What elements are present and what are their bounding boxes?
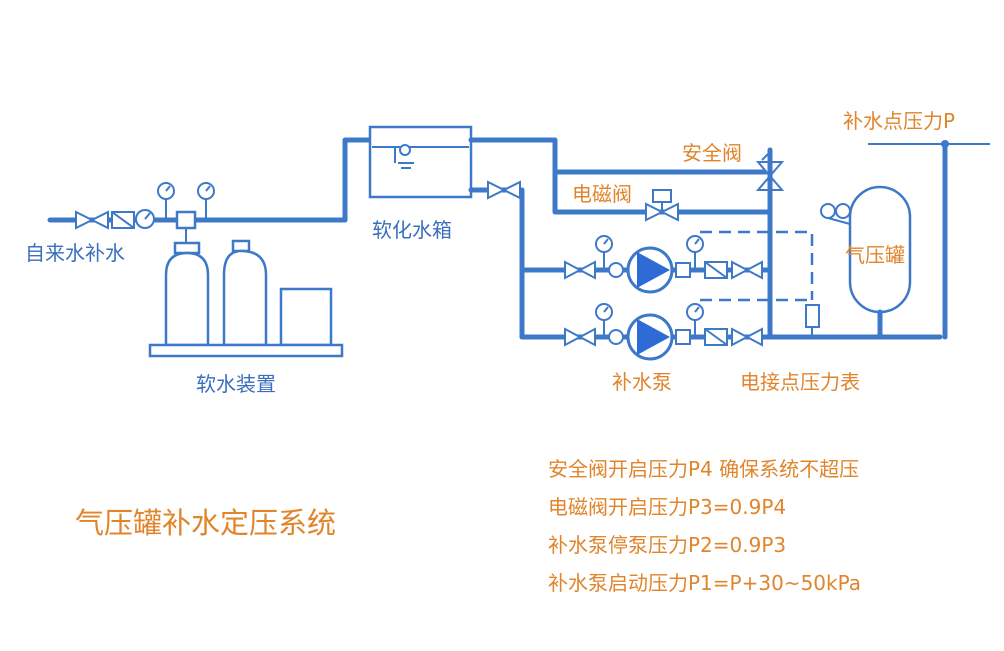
soft-water-tank xyxy=(368,125,473,199)
lower-pump-gauges xyxy=(595,303,704,337)
softener-unit xyxy=(148,239,344,358)
inlet-gauge-icon xyxy=(135,209,155,229)
upper-pump-icon xyxy=(626,246,674,294)
inlet-check-valve xyxy=(111,211,135,229)
contact-gauge-label: 电接点压力表 xyxy=(740,370,860,394)
note-line: 电磁阀开启压力P3=0.9P4 xyxy=(548,495,787,519)
control-signal-lines xyxy=(700,230,814,302)
tap-water-label: 自来水补水 xyxy=(25,241,125,265)
makeup-point-pipe xyxy=(868,140,990,340)
lower-pump-valves xyxy=(564,327,763,347)
tank-outlet-valve xyxy=(487,180,521,200)
contact-gauge-icon xyxy=(805,304,820,337)
tank-return-pipe xyxy=(468,137,773,175)
softener-label: 软水装置 xyxy=(196,372,276,396)
air-tank-label: 气压罐 xyxy=(845,243,905,267)
soft-tank-label: 软化水箱 xyxy=(372,218,452,242)
solenoid-line xyxy=(552,169,773,215)
note-line: 补水泵启动压力P1=P+30~50kPa xyxy=(548,571,862,595)
solenoid-valve-icon xyxy=(645,189,679,222)
note-line: 安全阀开启压力P4 确保系统不超压 xyxy=(548,457,860,481)
makeup-pump-label: 补水泵 xyxy=(612,370,672,394)
inlet-pipe xyxy=(47,137,373,223)
upper-pump-gauges xyxy=(595,235,704,270)
softener-gauge-icon xyxy=(157,182,215,220)
air-tank-gauges xyxy=(820,203,851,225)
note-line: 补水泵停泵压力P2=0.9P3 xyxy=(548,533,787,557)
diagram-title: 气压罐补水定压系统 xyxy=(75,506,337,540)
safety-valve-label: 安全阀 xyxy=(682,141,742,165)
lower-pump-icon xyxy=(626,313,674,361)
softener-control-valve xyxy=(175,210,197,246)
tank-outlet-pipe xyxy=(468,187,558,340)
solenoid-valve-label: 电磁阀 xyxy=(572,182,632,206)
air-pressure-tank xyxy=(848,185,912,340)
makeup-pressure-label: 补水点压力P xyxy=(843,109,956,133)
upper-pump-valves xyxy=(564,260,763,280)
inlet-valve xyxy=(75,210,109,230)
